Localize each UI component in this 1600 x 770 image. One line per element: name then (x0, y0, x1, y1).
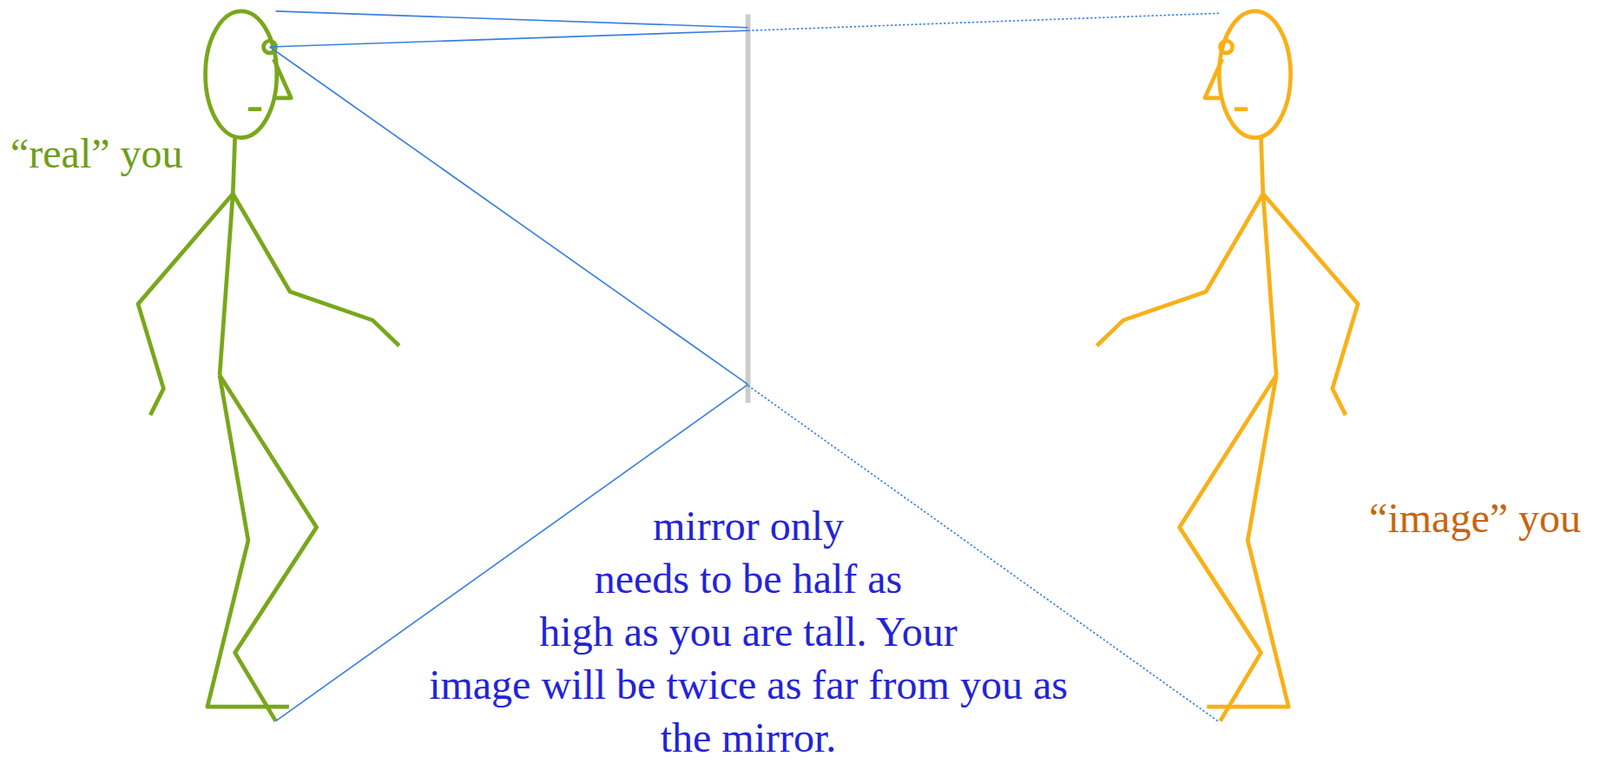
stick-figure (138, 11, 400, 722)
mirror (745, 13, 751, 403)
figure-label: “image” you (1369, 491, 1581, 545)
image-figure (1096, 11, 1358, 722)
note-text: mirror only needs to be half as high as … (428, 502, 1068, 761)
note-block: mirror only needs to be half as high as … (401, 499, 1096, 764)
figure-label: “real” you (10, 126, 184, 180)
